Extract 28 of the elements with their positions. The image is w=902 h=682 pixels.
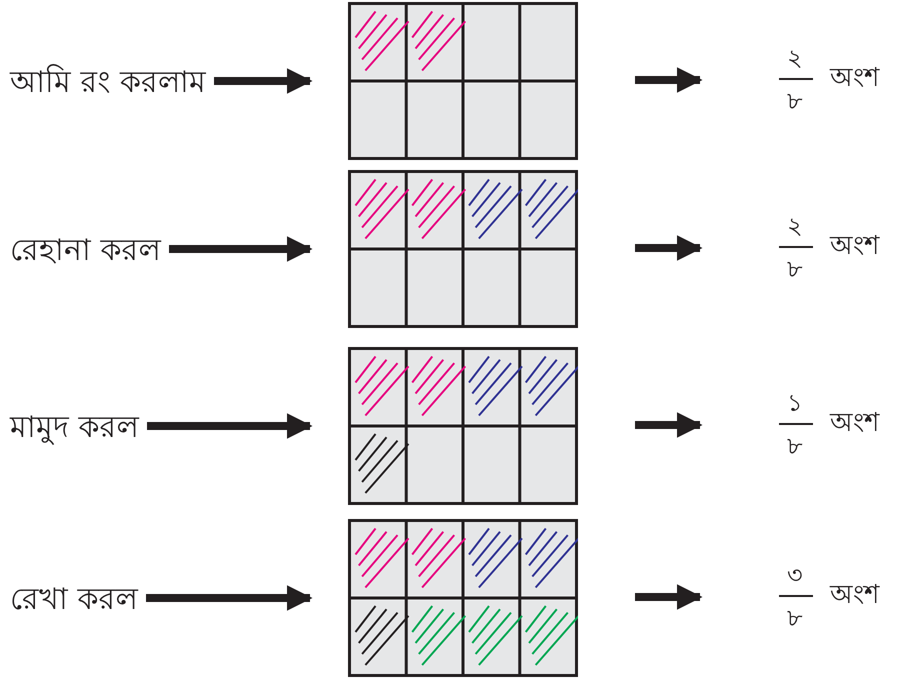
numerator: ৩	[786, 560, 804, 591]
unit-label: অংশ	[830, 62, 879, 95]
grid-drawing	[348, 170, 578, 328]
row-label: রেহানা করল	[10, 226, 161, 277]
numerator: ২	[786, 43, 804, 74]
grid-drawing	[348, 347, 578, 505]
unit-label: অংশ	[830, 407, 879, 440]
row-label: আমি রং করলাম	[10, 58, 206, 109]
row-label: মামুদ করল	[10, 403, 139, 454]
arrow	[635, 412, 703, 438]
denominator: ৮	[786, 86, 804, 117]
unit-label: অংশ	[830, 230, 879, 263]
arrow	[635, 235, 703, 261]
arrow	[146, 585, 313, 611]
unit-label: অংশ	[830, 579, 879, 612]
grid-drawing	[348, 2, 578, 160]
denominator: ৮	[786, 254, 804, 285]
arrow	[147, 413, 313, 439]
arrow	[214, 68, 313, 94]
arrow	[635, 67, 703, 93]
row-label: রেখা করল	[10, 575, 138, 626]
denominator: ৮	[786, 431, 804, 462]
arrow	[169, 236, 313, 262]
numerator: ২	[786, 211, 804, 242]
grid-drawing	[348, 519, 578, 677]
arrow	[635, 584, 703, 610]
numerator: ১	[786, 388, 804, 419]
denominator: ৮	[786, 603, 804, 634]
